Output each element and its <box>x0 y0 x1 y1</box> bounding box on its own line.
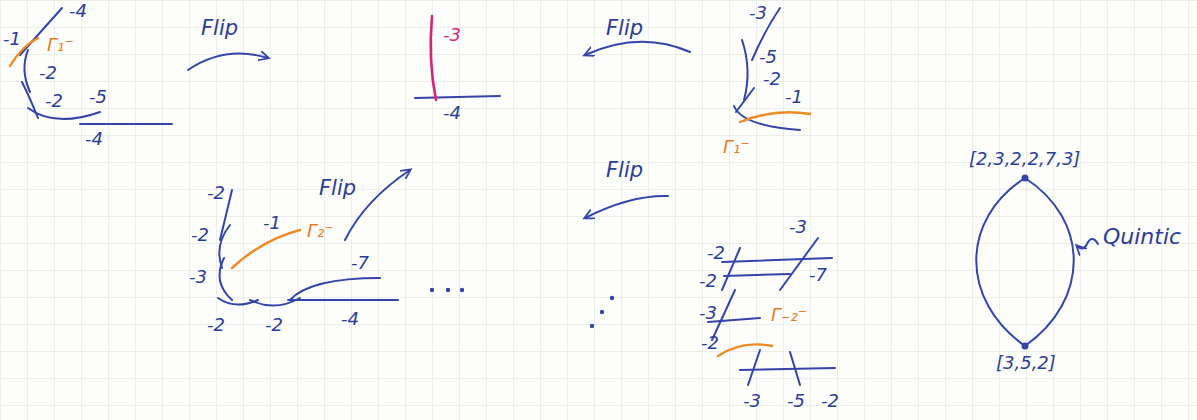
curve-label: Γ₁⁻ <box>46 34 75 55</box>
label-holder: -4 <box>442 104 462 123</box>
label-holder: -3 <box>788 218 808 237</box>
curve-label: -1 <box>262 212 282 233</box>
curve-label: -3 <box>748 2 768 23</box>
curve-label: Γ₁⁻ <box>722 136 751 157</box>
curve-label: -3 <box>442 24 462 45</box>
curve-label: Flip <box>605 16 644 40</box>
curve-label: Γ₋₂⁻ <box>770 304 808 325</box>
curve-label: Flip <box>605 158 644 182</box>
label-holder: -7 <box>808 266 828 285</box>
label-holder: -1 <box>784 88 804 107</box>
label-holder: Γ₂⁻ <box>306 222 335 241</box>
label-holder: -2 <box>820 392 840 411</box>
label-holder: -5 <box>786 392 806 411</box>
label-holder: Quintic <box>1102 226 1182 248</box>
label-holder: Flip <box>605 160 644 181</box>
pink-curve <box>431 16 436 100</box>
label-holder: -5 <box>758 48 778 67</box>
curve-label: -5 <box>88 86 108 107</box>
curve-label: -2 <box>706 242 726 263</box>
label-holder: [3,5,2] <box>995 354 1057 373</box>
label-holder: -2 <box>190 226 210 245</box>
label-holder: -2 <box>206 184 226 203</box>
label-holder: -2 <box>38 64 58 83</box>
curve-label: -5 <box>758 46 778 67</box>
label-holder: Flip <box>605 18 644 39</box>
label-holder: -4 <box>68 2 88 21</box>
curve-label: -7 <box>350 252 370 273</box>
curve-label: -1 <box>2 28 22 49</box>
curve-label: -4 <box>442 102 462 123</box>
curve-label: Flip <box>200 16 239 40</box>
curve-label: -2 <box>206 314 226 335</box>
orange-curves <box>10 38 810 356</box>
label-holder: -4 <box>340 310 360 329</box>
label-holder: -7 <box>350 254 370 273</box>
label-holder: -2 <box>44 92 64 111</box>
curve-label: -1 <box>784 86 804 107</box>
curve-label: -2 <box>190 224 210 245</box>
curve-label: -2 <box>700 332 720 353</box>
label-holder: -3 <box>442 26 462 45</box>
label-holder: -3 <box>698 304 718 323</box>
curve-label: -2 <box>264 314 284 335</box>
curve-label: -2 <box>206 182 226 203</box>
label-holder: Flip <box>318 178 357 199</box>
curve-label: Γ₂⁻ <box>306 220 335 241</box>
curve-label: -3 <box>698 302 718 323</box>
label-holder: -3 <box>188 268 208 287</box>
curve-label: -2 <box>698 270 718 291</box>
curve-label: -4 <box>340 308 360 329</box>
curve-label: -2 <box>820 390 840 411</box>
curves <box>20 8 1098 385</box>
curve-label: [2,3,2,2,7,3] <box>968 148 1081 169</box>
label-holder: Flip <box>200 18 239 39</box>
curve-label: -4 <box>68 0 88 21</box>
label-holder: Γ₋₂⁻ <box>770 306 808 325</box>
curve-label: -3 <box>742 390 762 411</box>
label-holder: -5 <box>88 88 108 107</box>
label-holder: -2 <box>206 316 226 335</box>
label-holder: -2 <box>698 272 718 291</box>
dots <box>430 175 1029 350</box>
curve-label: Flip <box>318 176 357 200</box>
label-holder: -2 <box>264 316 284 335</box>
label-holder: [2,3,2,2,7,3] <box>968 150 1081 169</box>
curve-label: -2 <box>44 90 64 111</box>
curve-label: -3 <box>788 216 808 237</box>
label-holder: -2 <box>762 70 782 89</box>
curve-label: [3,5,2] <box>995 352 1057 373</box>
curve-label: Quintic <box>1102 224 1182 249</box>
curve-label: -5 <box>786 390 806 411</box>
label-holder: -4 <box>84 130 104 149</box>
curve-label: -7 <box>808 264 828 285</box>
label-holder: Γ₁⁻ <box>46 36 75 55</box>
label-holder: -2 <box>706 244 726 263</box>
label-holder: -3 <box>742 392 762 411</box>
curve-label: -2 <box>762 68 782 89</box>
label-holder: Γ₁⁻ <box>722 138 751 157</box>
label-holder: -1 <box>2 30 22 49</box>
curve-label: -2 <box>38 62 58 83</box>
label-holder: -2 <box>700 334 720 353</box>
curve-label: -3 <box>188 266 208 287</box>
label-holder: -1 <box>262 214 282 233</box>
label-holder: -3 <box>748 4 768 23</box>
curve-label: -4 <box>84 128 104 149</box>
